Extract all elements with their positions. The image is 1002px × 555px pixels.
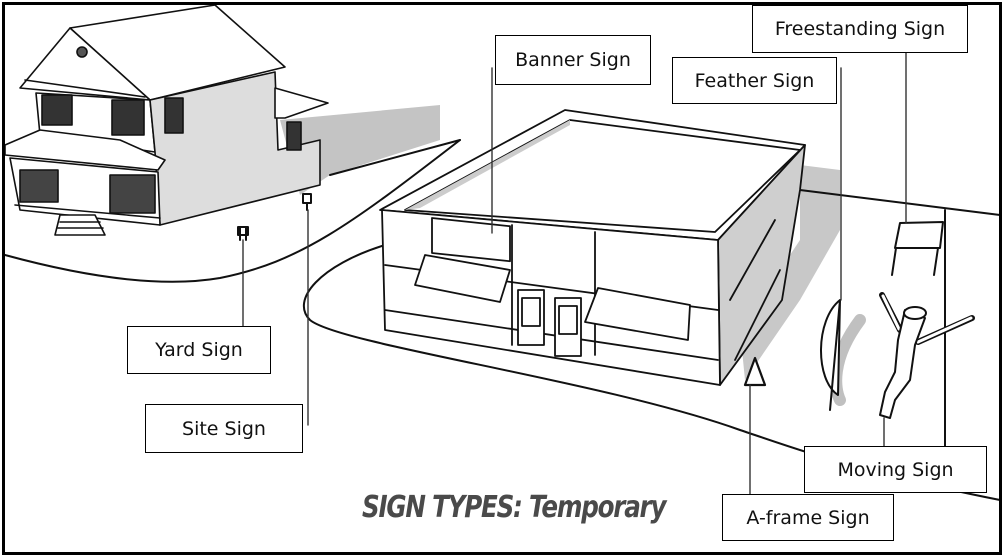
label-text: Freestanding Sign [774,18,946,40]
commercial-building [379,109,806,386]
freestanding-sign-icon [891,221,944,276]
diagram-title: SIGN TYPES: Temporary [362,490,667,525]
moving-sign-icon [879,292,975,419]
label-banner-sign: Banner Sign [495,35,651,85]
building-shadow [740,165,840,380]
site-sign-icon [302,193,312,211]
house [4,4,329,236]
label-feather-sign: Feather Sign [672,57,837,104]
label-site-sign: Site Sign [145,404,303,453]
yard-sign-icon [237,226,249,241]
label-freestanding-sign: Freestanding Sign [752,5,968,53]
label-yard-sign: Yard Sign [127,326,271,374]
feather-sign-icon [820,299,841,411]
curb-left [4,139,461,283]
label-text: Site Sign [182,417,266,440]
label-text: Feather Sign [694,69,815,92]
a-frame-sign-icon [743,356,767,387]
label-moving-sign: Moving Sign [804,446,987,493]
curb-house-lot [329,139,461,176]
label-text: Moving Sign [837,458,954,481]
label-text: Yard Sign [155,339,243,361]
label-a-frame-sign: A-frame Sign [722,494,894,541]
label-text: A-frame Sign [746,506,870,529]
label-text: Banner Sign [515,49,631,71]
curb-right-block [799,189,1001,216]
leader-lines [242,51,907,496]
